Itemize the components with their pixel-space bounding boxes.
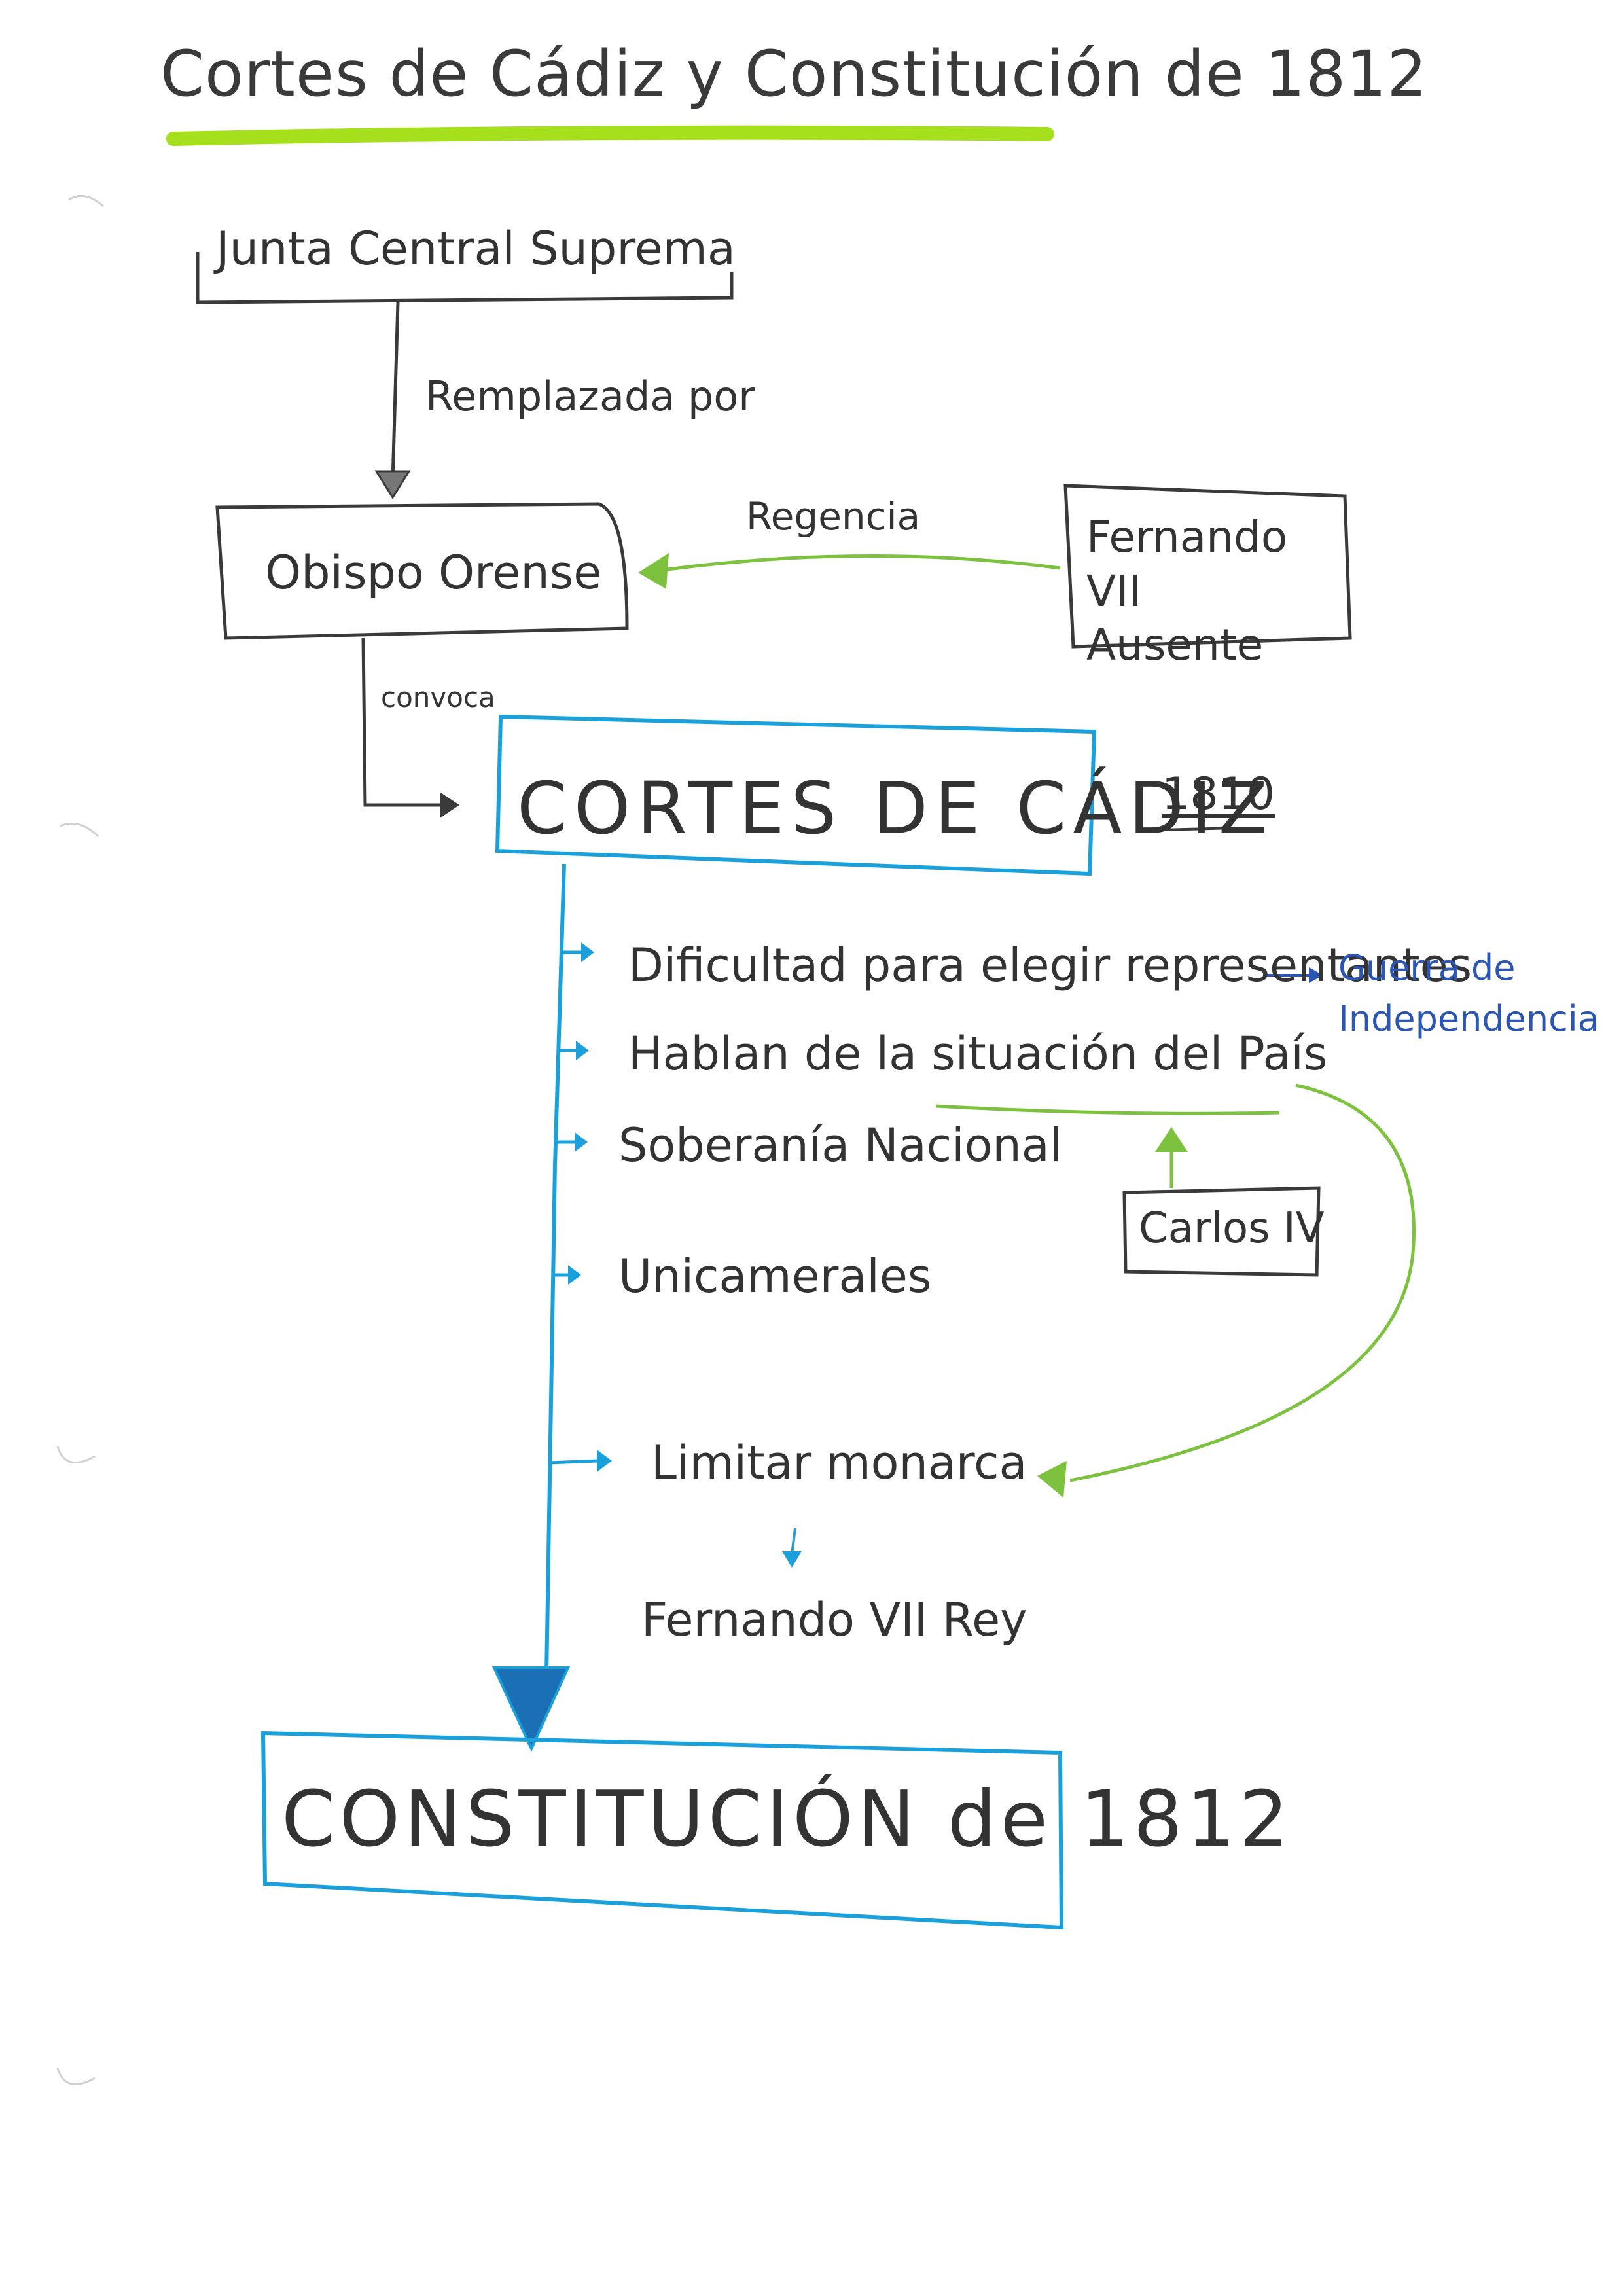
fernando-box xyxy=(1063,484,1352,649)
regencia-line xyxy=(667,554,1061,571)
edge-label-convoca: convoca xyxy=(381,681,495,713)
node-junta-central: Junta Central Suprema xyxy=(216,222,736,276)
guerra-arrowhead xyxy=(1309,967,1323,983)
constitucion-box xyxy=(260,1731,1064,1930)
convoca-line xyxy=(361,637,440,807)
branch-4-head xyxy=(568,1265,581,1285)
green-curve xyxy=(1069,1083,1416,1482)
year-underline xyxy=(1161,827,1236,831)
branch-5-head xyxy=(597,1450,612,1472)
situacion-underline xyxy=(935,1104,1280,1115)
item-unicamerales: Unicamerales xyxy=(618,1249,932,1303)
blue-trunk xyxy=(544,863,566,1676)
guerra-line2: Independencia xyxy=(1338,998,1599,1040)
item-limitar-monarca: Limitar monarca xyxy=(651,1436,1027,1490)
branch-3-head xyxy=(575,1132,588,1152)
node-constitucion: CONSTITUCIÓN de 1812 xyxy=(281,1774,1293,1864)
node-fernando-rey: Fernando VII Rey xyxy=(641,1593,1027,1647)
junta-to-obispo-arrowhead xyxy=(374,470,411,499)
title-underline xyxy=(166,125,1054,146)
green-curve-arrowhead xyxy=(1037,1461,1067,1498)
binder-hole-3 xyxy=(56,1446,96,1464)
guerra-line1: Guerra de xyxy=(1338,947,1516,988)
constitucion-arrowhead xyxy=(491,1666,571,1752)
junta-bracket xyxy=(196,252,734,304)
side-note-guerra: Guerra de Independencia xyxy=(1338,942,1600,1045)
item-dificultad: Dificultad para elegir representantes xyxy=(628,939,1472,992)
binder-hole-1 xyxy=(68,194,104,207)
cortes-year: 1810 xyxy=(1162,768,1275,820)
fernando-ausente-line1: Fernando VII xyxy=(1086,512,1288,617)
convoca-arrowhead xyxy=(440,792,459,818)
regencia-arrowhead xyxy=(638,553,669,589)
node-carlos-iv: Carlos IV xyxy=(1139,1204,1325,1253)
rey-arrowhead xyxy=(782,1551,802,1568)
item-situacion: Hablan de la situación del País xyxy=(628,1027,1328,1081)
rey-arrow-line xyxy=(791,1528,796,1555)
branch-2-head xyxy=(576,1041,589,1060)
item-soberania: Soberanía Nacional xyxy=(618,1119,1063,1172)
branch-1-head xyxy=(581,942,594,962)
page-title: Cortes de Cádiz y Constitución de 1812 xyxy=(160,37,1428,111)
node-cortes-de-cadiz: CORTES DE CÁDIZ xyxy=(517,766,1275,850)
node-obispo-orense: Obispo Orense xyxy=(265,546,602,600)
binder-hole-4 xyxy=(56,2068,96,2086)
fernando-ausente-line2: Ausente xyxy=(1086,620,1264,670)
edge-label-remplazada: Remplazada por xyxy=(425,372,755,420)
carlos-arrowhead xyxy=(1155,1127,1188,1152)
node-fernando-ausente: Fernando VII Ausente xyxy=(1086,511,1348,673)
cortes-box xyxy=(495,714,1097,876)
edge-label-regencia: Regencia xyxy=(746,494,921,539)
binder-hole-2 xyxy=(60,822,99,838)
obispo-box xyxy=(215,502,629,640)
branch-5 xyxy=(549,1459,597,1465)
carlos-box xyxy=(1122,1186,1321,1277)
junta-to-obispo-line xyxy=(391,302,400,482)
